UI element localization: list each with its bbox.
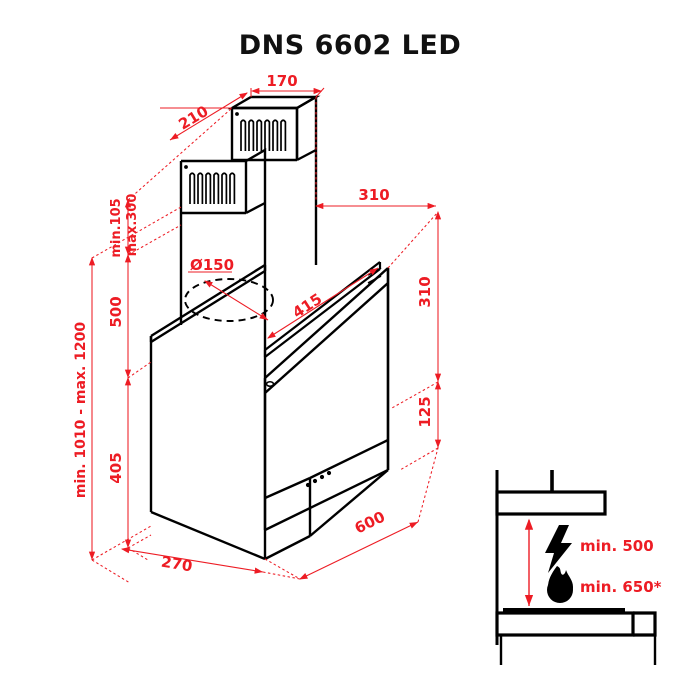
hood-body-box	[150, 330, 311, 561]
dim-body-width: 600	[352, 508, 388, 538]
dimension-lines	[88, 87, 442, 584]
dim-front-height: 310	[416, 276, 434, 307]
control-button-dots[interactable]	[305, 470, 332, 488]
counter-edge	[633, 611, 657, 637]
lightning-bolt-icon	[545, 525, 572, 573]
hob-surface	[503, 608, 625, 613]
flame-base-icon	[547, 577, 573, 603]
dim-top-depth: 310	[358, 186, 389, 204]
dim-travel-max: max.300	[125, 194, 140, 257]
dim-travel-min: min.105	[109, 198, 124, 257]
dim-body-depth: 270	[160, 553, 194, 576]
dim-duct-diameter: Ø150	[190, 256, 234, 274]
label-electric-clearance: min. 500	[580, 537, 654, 555]
counter-box	[495, 611, 635, 637]
label-gas-clearance: min. 650*	[580, 578, 662, 596]
dim-total-range: min. 1010 - max. 1200	[73, 322, 89, 499]
hood-isometric-view	[149, 94, 390, 561]
lower-chimney	[179, 147, 267, 325]
hood-side-box	[495, 490, 607, 516]
chimney-vent-slots-lower	[189, 172, 236, 204]
dim-body-height: 405	[107, 452, 125, 483]
dim-chimney-depth: 210	[175, 102, 211, 134]
hood-top-plate	[149, 263, 267, 512]
chimney-vent-slots	[240, 119, 287, 151]
dim-skirt-height: 125	[416, 396, 434, 427]
installation-clearance-diagram: min. 500 min. 650*	[495, 470, 662, 665]
page-title: DNS 6602 LED	[238, 30, 462, 61]
dim-chimney-width: 170	[266, 72, 297, 90]
dim-chimney-height: 500	[107, 296, 125, 327]
